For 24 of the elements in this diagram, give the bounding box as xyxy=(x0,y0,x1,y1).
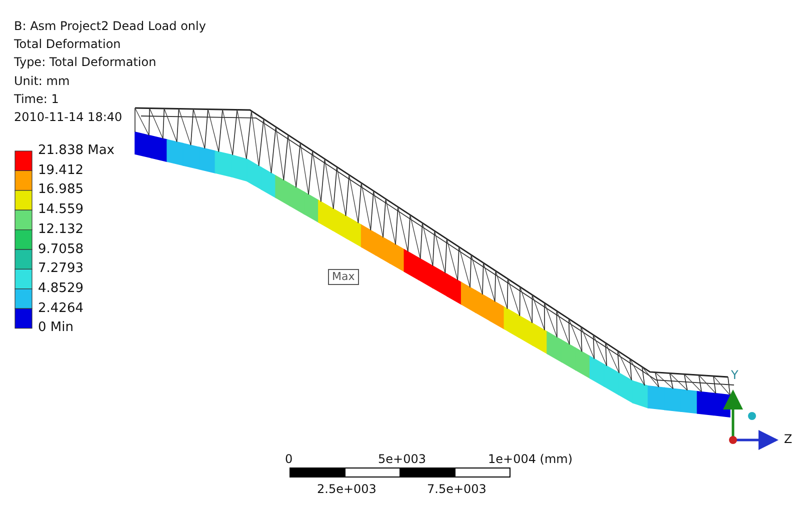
result-info-line: Time: 1 xyxy=(14,92,59,106)
scale-bar-value: 5e+003 xyxy=(378,452,426,466)
scale-bar-value: 2.5e+003 xyxy=(317,482,376,496)
scale-value: 4.8529 xyxy=(38,282,84,296)
scale-value: 7.2793 xyxy=(38,262,84,276)
result-info-line: 2010-11-14 18:40 xyxy=(14,110,122,124)
scale-bar-value: 1e+004 (mm) xyxy=(488,452,573,466)
scale-bar-value: 0 xyxy=(285,452,293,466)
result-title: B: Asm Project2 Dead Load only xyxy=(14,19,206,33)
result-info-line: Type: Total Deformation xyxy=(14,55,156,70)
scale-bar-value: 7.5e+003 xyxy=(427,482,486,496)
axis-label: Z xyxy=(784,432,792,446)
result-info-line: Unit: mm xyxy=(14,74,70,88)
result-info-line: Total Deformation xyxy=(14,37,121,51)
axis-label: Y xyxy=(731,368,738,382)
scale-value: 14.559 xyxy=(38,203,84,218)
scale-value: 16.985 xyxy=(38,183,84,198)
scale-value: 0 Min xyxy=(38,321,74,336)
scale-value: 9.7058 xyxy=(38,242,84,256)
scale-value: 2.4264 xyxy=(38,302,84,316)
scale-value: 21.838 Max xyxy=(38,144,114,158)
scale-value: 19.412 xyxy=(38,164,84,178)
max-marker-label: Max xyxy=(328,269,359,285)
scale-value: 12.132 xyxy=(38,222,84,237)
